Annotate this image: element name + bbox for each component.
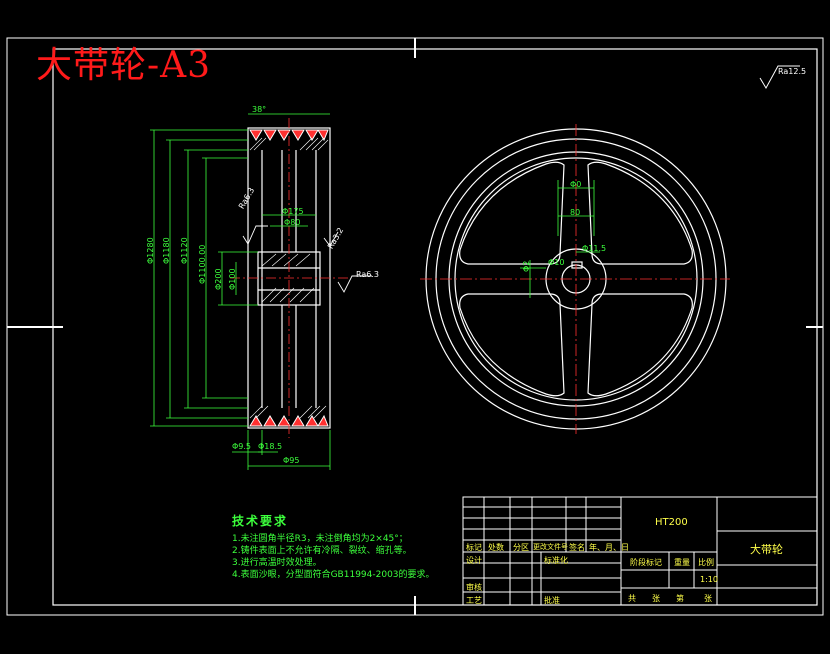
tb-design: 设计 (466, 556, 482, 565)
tb-label-change: 更改文件号 (533, 543, 568, 551)
sheet-inner-border (52, 48, 818, 606)
tb-sheet-unit-1: 张 (652, 594, 660, 603)
tech-req-item: 2.铸件表面上不允许有冷隔、裂纹、缩孔等。 (232, 546, 412, 556)
tb-sheet-total: 共 (628, 594, 636, 603)
technical-requirements: 技术要求 1.未注圆角半径R3，未注倒角均为2×45°； 2.铸件表面上不允许有… (232, 515, 435, 581)
material-label: HT200 (655, 517, 688, 528)
tb-label-mark: 标记 (466, 543, 482, 552)
dim-diam-outer: Φ1280 (146, 237, 155, 264)
tb-stage-mark: 阶段标记 (630, 558, 662, 567)
front-view-centerlines (420, 124, 730, 434)
tb-label-zone: 分区 (513, 543, 529, 552)
front-view-dims (520, 180, 600, 298)
tb-label-date: 年、月、日 (589, 543, 629, 552)
tb-scale-label: 比例 (698, 558, 714, 567)
tb-approve: 批准 (544, 596, 560, 605)
dim-bottom-total: Φ95 (283, 456, 300, 465)
dim-front-5: Φ10 (548, 258, 565, 267)
tb-sheet-unit-2: 张 (704, 594, 712, 603)
tech-req-item: 4.表面沙眼，分型面符合GB11994-2003的要求。 (232, 570, 435, 580)
dim-bottom-2: Φ18.5 (258, 442, 283, 451)
tb-process: 工艺 (466, 596, 482, 605)
dim-diam-3: Φ1120 (180, 237, 189, 264)
dim-hub-w2: Φ80 (284, 218, 301, 227)
drawing-title: 大带轮-A3 (36, 45, 212, 86)
tech-req-item: 1.未注圆角半径R3，未注倒角均为2×45°； (232, 534, 408, 544)
dim-angle-top: 38° (252, 105, 267, 114)
dim-diam-4: Φ1100.00 (198, 244, 207, 284)
tb-weight: 重量 (674, 558, 690, 567)
tb-scale: 1:10 (700, 575, 718, 584)
dim-front-4: Φ2 (522, 260, 531, 272)
dim-front-2: 80 (570, 208, 581, 217)
dim-front-3: Φ11.5 (582, 244, 607, 253)
roughness-symbol-top (759, 65, 800, 90)
dim-bore-1: Φ200 (214, 268, 223, 290)
tb-sheet-no: 第 (676, 594, 684, 603)
dim-diam-2: Φ1180 (162, 237, 171, 264)
dim-front-1: Φ0 (570, 180, 582, 189)
tech-req-item: 3.进行高温时效处理。 (232, 558, 322, 568)
roughness-label-top: Ra12.5 (778, 67, 807, 76)
dim-hub-w1: Φ175 (282, 207, 304, 216)
dim-bottom-1: Φ9.5 (232, 442, 252, 451)
tb-label-count: 处数 (488, 543, 504, 552)
tb-standard: 标准化 (544, 556, 568, 565)
tb-review: 审核 (466, 583, 482, 592)
roughness-hub-2: Ra6.3 (356, 270, 380, 279)
title-block-lines (462, 496, 818, 606)
technical-requirements-heading: 技术要求 (232, 514, 289, 528)
tb-label-sign: 签名 (569, 543, 585, 552)
side-view (150, 113, 372, 470)
dim-bore-2: Φ100 (228, 268, 237, 290)
part-name: 大带轮 (750, 543, 783, 556)
